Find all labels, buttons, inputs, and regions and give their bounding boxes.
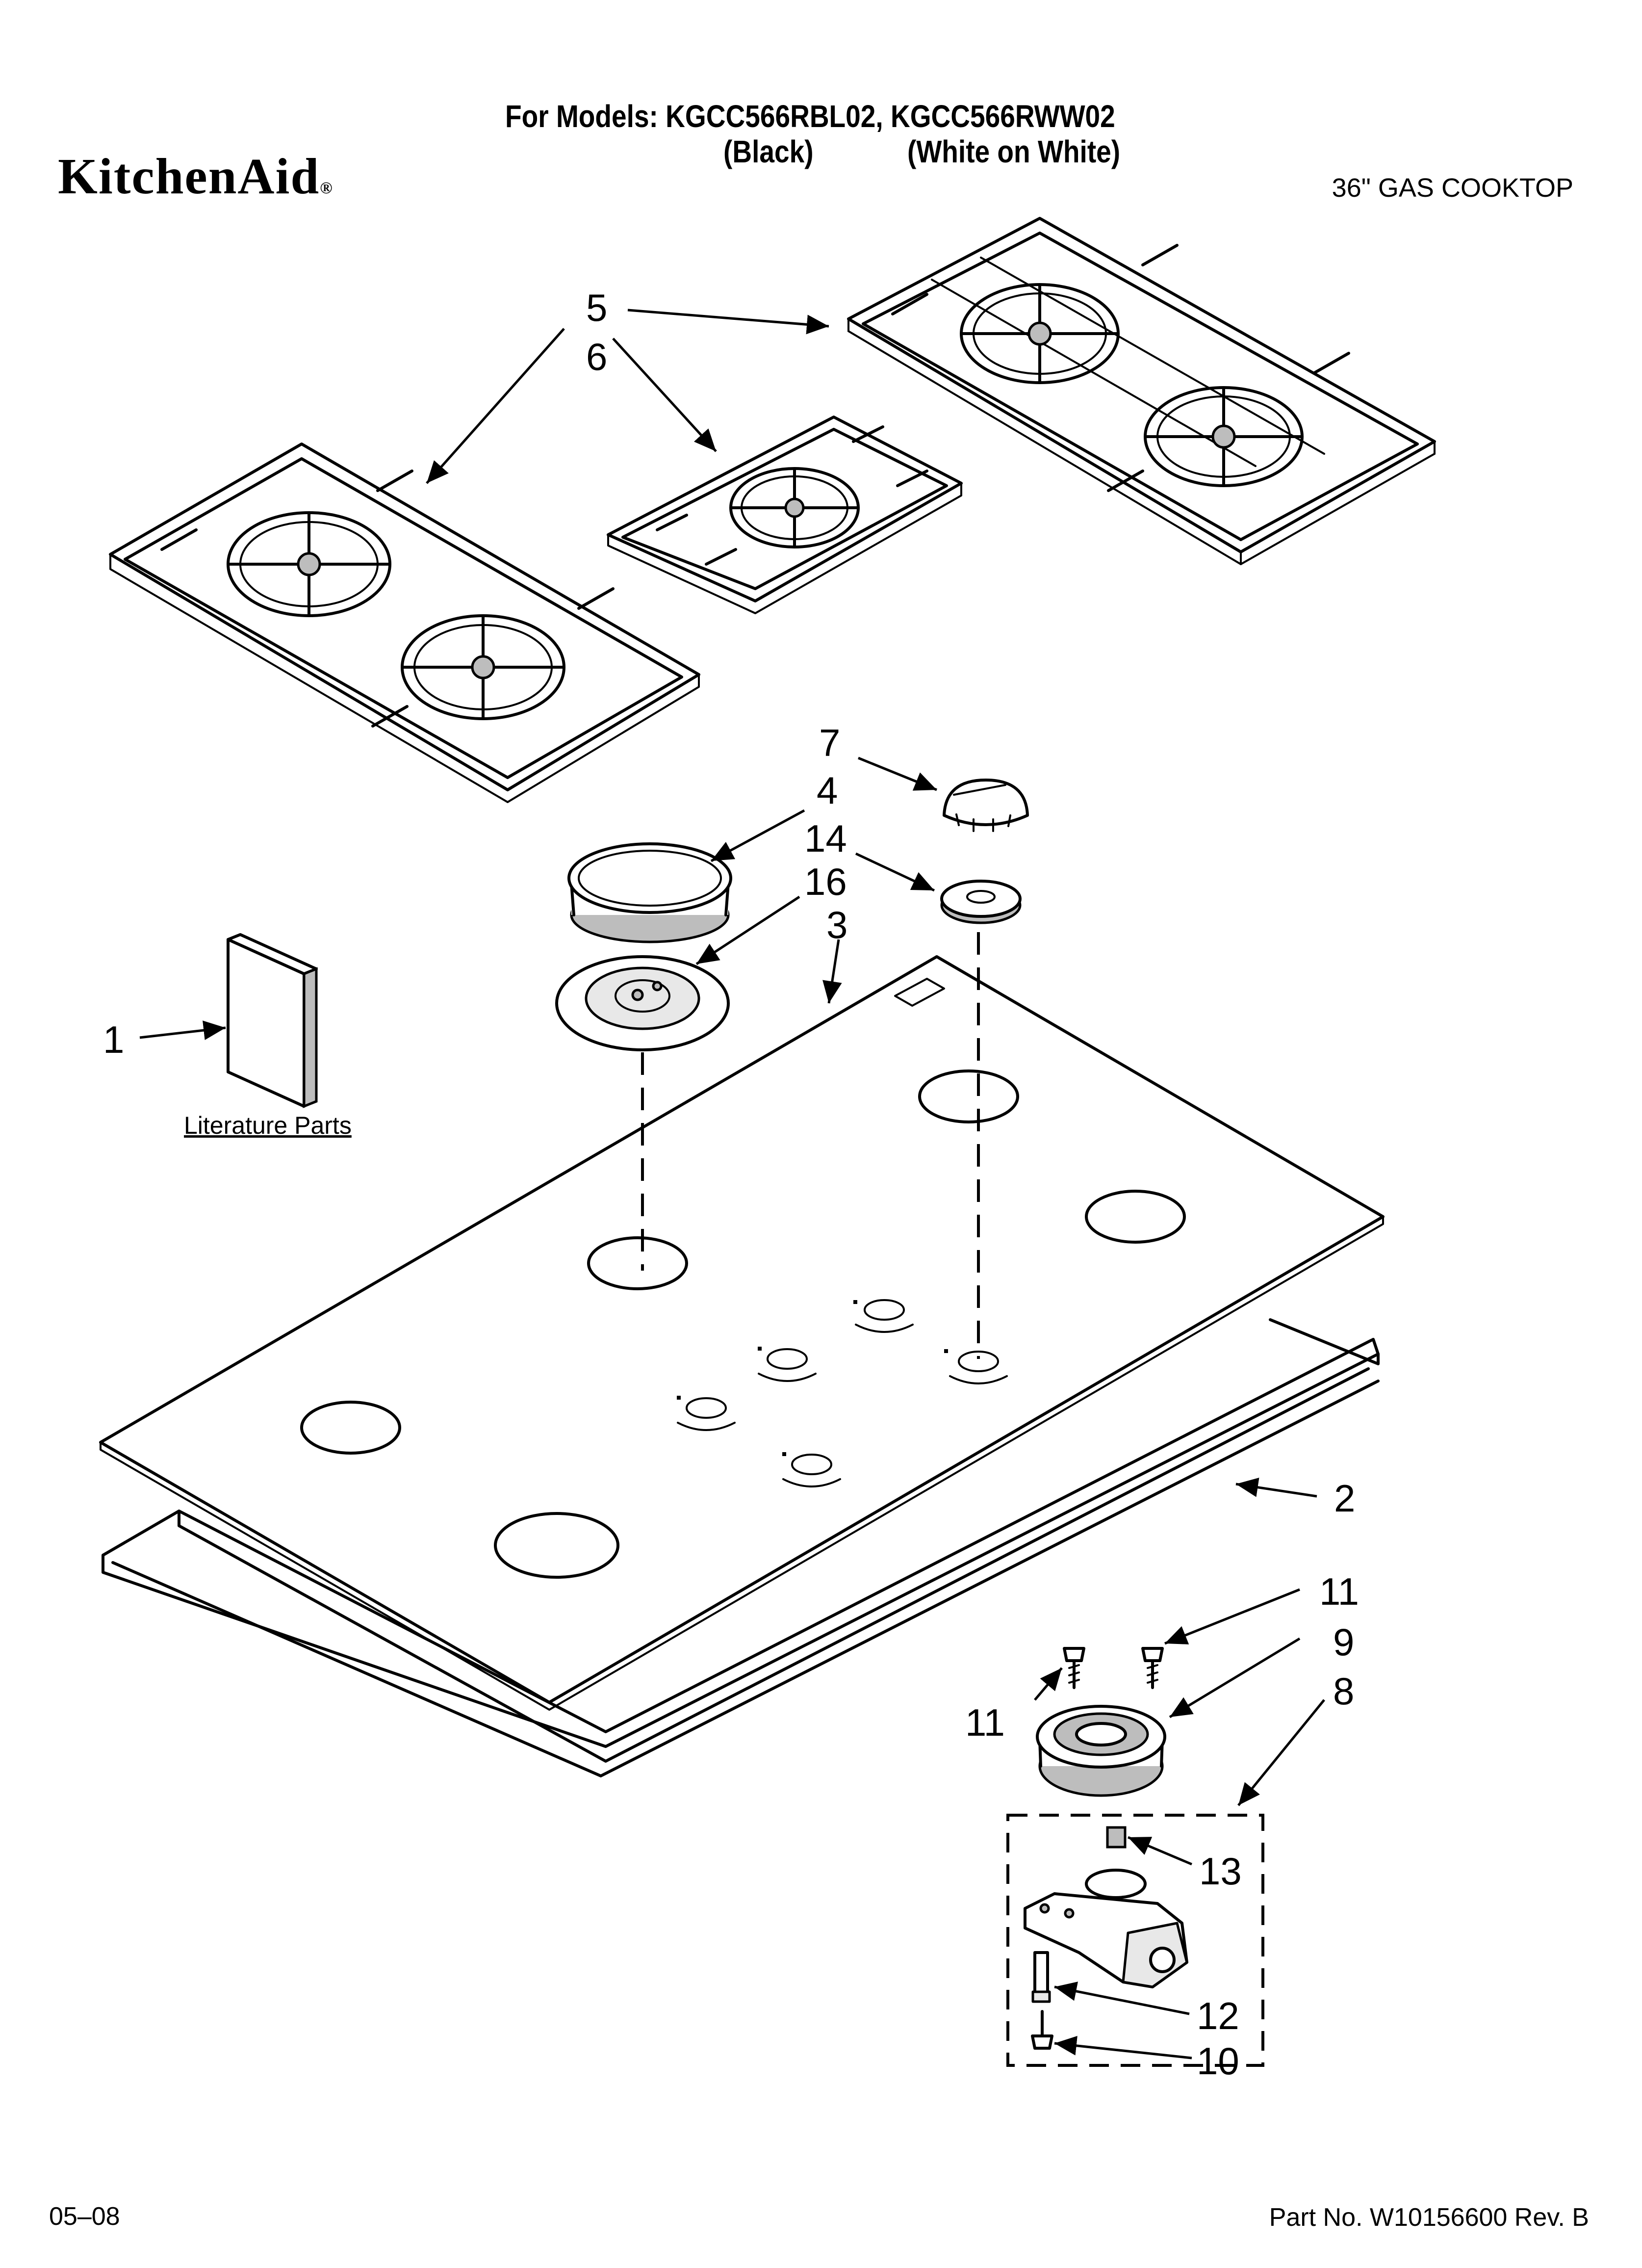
callout-3: 3: [826, 903, 848, 946]
grate-right-part-5: [847, 217, 1436, 565]
knob-bezel-part-14: [940, 880, 1022, 924]
cooktop-frame-part-2: [102, 1318, 1380, 1777]
grate-left-part-5: [109, 443, 700, 803]
control-knob-part-7: [943, 779, 1029, 832]
variant-white: (White on White): [907, 134, 1121, 169]
burner-cap-part-4: [567, 842, 732, 943]
callout-5: 5: [586, 286, 608, 329]
product-title: 36" GAS COOKTOP: [1332, 173, 1573, 203]
screw-part-11-left: [1063, 1647, 1085, 1689]
callout-11-left: 11: [965, 1701, 1005, 1744]
callout-4: 4: [817, 769, 838, 812]
valve-assembly-box-part-8: [1006, 1814, 1264, 2067]
callout-7: 7: [819, 721, 841, 764]
callout-14: 14: [804, 817, 847, 860]
callout-9: 9: [1333, 1620, 1355, 1664]
callout-16: 16: [804, 860, 847, 903]
callout-10: 10: [1197, 2039, 1239, 2083]
burner-base-part-16: [555, 955, 730, 1051]
thermocouple-part-12: [1031, 1951, 1051, 2003]
callout-8: 8: [1333, 1669, 1355, 1713]
callout-2: 2: [1334, 1477, 1356, 1520]
callout-arrows: [139, 309, 1325, 2059]
grate-center-part-6: [607, 416, 963, 614]
orifice-part-13: [1106, 1826, 1127, 1849]
literature-book-part-1: [227, 933, 318, 1108]
part-number: Part No. W10156600 Rev. B: [1269, 2203, 1589, 2232]
control-marks: [677, 1299, 1008, 1487]
callout-11-right: 11: [1319, 1570, 1359, 1613]
registered-mark: ®: [320, 179, 334, 197]
callout-13: 13: [1199, 1850, 1242, 1893]
glass-cooktop-part-3: [99, 955, 1385, 1711]
revision-date: 05–08: [49, 2202, 120, 2231]
callout-12: 12: [1197, 1994, 1239, 2037]
burner-head-part-9: [1036, 1705, 1166, 1797]
screw-part-11-right: [1141, 1647, 1164, 1689]
variant-black: (Black): [723, 134, 814, 169]
literature-parts-label: Literature Parts: [184, 1112, 352, 1139]
callout-6: 6: [586, 335, 608, 378]
models-line: For Models: KGCC566RBL02, KGCC566RWW02: [505, 99, 1115, 134]
screw-part-10: [1031, 2010, 1053, 2050]
callout-1: 1: [103, 1018, 125, 1061]
valve-body: [1024, 1869, 1188, 1988]
brand-logo: KitchenAid®: [58, 148, 334, 205]
